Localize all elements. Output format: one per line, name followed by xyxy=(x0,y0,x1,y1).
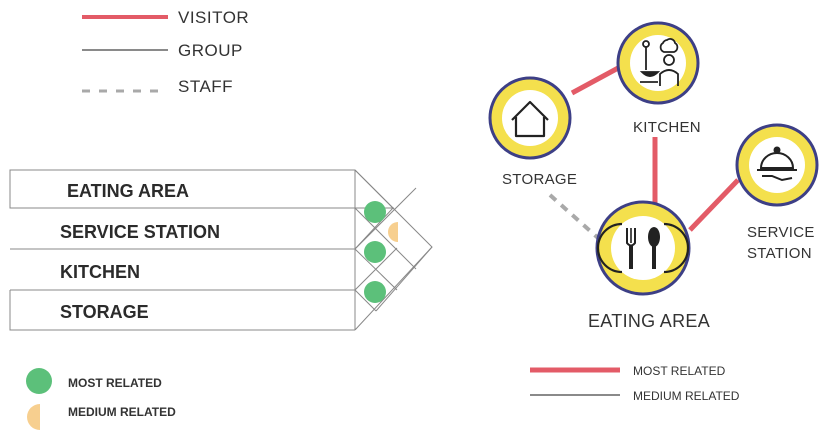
kitchen-node: KITCHEN xyxy=(616,21,701,136)
eating-area-label: EATING AREA xyxy=(588,311,710,331)
most-related-marker xyxy=(364,241,386,263)
eating-area-node: EATING AREA xyxy=(588,200,710,331)
group-legend-label: GROUP xyxy=(178,41,243,60)
most-related-marker xyxy=(364,281,386,303)
matrix-row-label: STORAGE xyxy=(60,302,149,322)
relationship-matrix xyxy=(9,169,433,331)
medium-related-label: MEDIUM RELATED xyxy=(68,405,176,419)
house-icon xyxy=(511,100,549,138)
matrix-diagonal xyxy=(354,207,417,270)
storage-node-inner xyxy=(502,90,558,146)
service-station-node: SERVICE STATION xyxy=(735,123,819,262)
bubble-connections xyxy=(548,64,740,240)
connection-storage-kitchen xyxy=(570,64,622,96)
storage-node: STORAGE xyxy=(488,76,577,188)
matrix-diagonal xyxy=(375,246,433,312)
matrix-diagonal xyxy=(354,187,417,250)
bubble-medium-related-label: MEDIUM RELATED xyxy=(633,389,740,403)
cloche-icon xyxy=(757,146,797,182)
bubble-legend: MOST RELATED MEDIUM RELATED xyxy=(530,364,740,403)
medium-related-swatch xyxy=(27,404,40,430)
storage-node-label: STORAGE xyxy=(502,171,577,188)
kitchen-node-inner xyxy=(630,35,686,91)
connection-storage-eating xyxy=(548,193,600,240)
most-related-swatch xyxy=(26,368,52,394)
medium-related-marker xyxy=(388,222,398,242)
matrix-row-label: SERVICE STATION xyxy=(60,222,220,242)
line-legend: VISITOR GROUP STAFF xyxy=(82,8,249,96)
service-station-label-line1: SERVICE xyxy=(747,224,815,241)
most-related-marker xyxy=(364,201,386,223)
kitchen-node-label: KITCHEN xyxy=(633,119,701,136)
chef-icon xyxy=(639,38,679,86)
connection-service-eating xyxy=(688,178,740,232)
matrix-diagonal xyxy=(354,247,398,291)
staff-legend-label: STAFF xyxy=(178,77,233,96)
matrix-legend: MOST RELATED MEDIUM RELATED xyxy=(26,368,176,430)
matrix-row-frame xyxy=(9,290,355,331)
cutlery-icon xyxy=(596,222,690,274)
bubble-most-related-label: MOST RELATED xyxy=(633,364,726,378)
service-station-node-inner xyxy=(749,137,805,193)
matrix-row-label: KITCHEN xyxy=(60,262,140,282)
visitor-legend-label: VISITOR xyxy=(178,8,249,27)
matrix-diagonal xyxy=(354,289,377,312)
eating-area-node-inner xyxy=(611,216,675,280)
matrix-row-label: EATING AREA xyxy=(67,181,189,201)
most-related-label: MOST RELATED xyxy=(68,376,162,390)
service-station-label-line2: STATION xyxy=(747,245,812,262)
